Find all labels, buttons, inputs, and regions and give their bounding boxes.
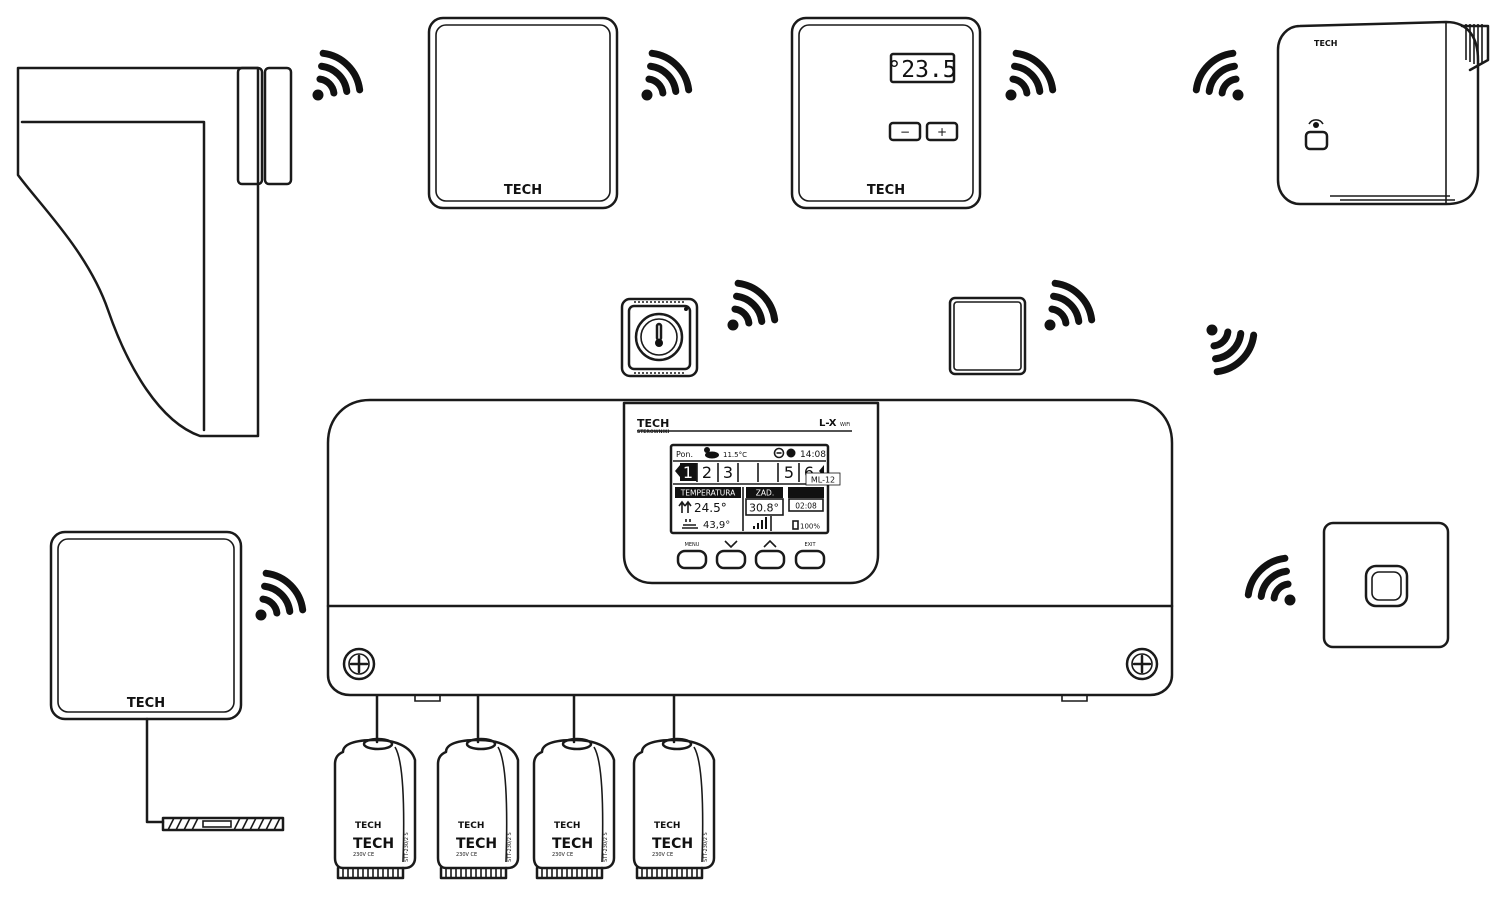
actuator-model-label: STT-230/2 S [404, 832, 410, 862]
actuator-spec-label: 230V CE [353, 852, 374, 858]
touch-switch-device [1322, 521, 1450, 649]
zad-header-bg [746, 487, 783, 498]
floor-sensor-brand-label: TECH [127, 696, 165, 711]
battery-icon [792, 520, 799, 530]
sensor-brand-label: TECH [504, 183, 542, 198]
zone-2-label: 2 [702, 463, 712, 482]
weather-cloud-icon [704, 447, 719, 459]
wifi-signal-icon [1206, 324, 1258, 376]
screw-right-icon [1125, 647, 1159, 681]
up-chevron-icon [763, 539, 777, 548]
lcd-screen: Pon. 11.5°C 14:08 1 2 3 5 [669, 443, 841, 535]
actuator-model-label: STT-230/2 S [603, 832, 609, 862]
wifi-led-icon [1304, 119, 1329, 151]
mode-minus-icon [773, 447, 785, 459]
temp-header: TEMPERATURA [680, 489, 736, 498]
zone-5-label: 5 [784, 463, 794, 482]
flame-icon [786, 448, 796, 458]
controller-model-suffix: WiFi [840, 422, 850, 428]
temp-arrows-icon [678, 500, 692, 513]
ml12-tag-box [805, 472, 841, 486]
controller-brand-label: TECH [637, 417, 669, 430]
thermostat-brand-label: TECH [867, 183, 905, 198]
actuator-model-label: STT-230/2 S [507, 832, 513, 862]
actuator-brand-label: TECH [552, 836, 593, 852]
zone-1-highlight [680, 463, 697, 481]
grip-ridges-icon [1465, 24, 1483, 66]
wireless-room-sensor: TECH [427, 16, 619, 210]
thermostat-minus-button [888, 121, 922, 142]
temp-floor: 43,9° [703, 520, 730, 531]
lx-wifi-controller: TECH STEROWNIKI L-X WiFi Pon. 11.5°C 14:… [326, 398, 1174, 702]
up-button[interactable] [754, 549, 786, 570]
exit-button-label: EXIT [804, 542, 816, 548]
menu-button[interactable] [676, 549, 708, 570]
zad-value: 30.8° [749, 502, 779, 515]
wifi-signal-icon [255, 569, 307, 621]
window-sensor-device [16, 66, 293, 438]
wifi-signal-icon [727, 279, 779, 331]
wifi-signal-icon [1244, 554, 1296, 606]
thermostat-minus-label: − [900, 125, 910, 139]
zad-header: ZAD. [756, 489, 774, 498]
actuator-spec-label: 230V CE [456, 852, 477, 858]
zone-6-label: 6 [804, 463, 814, 482]
lcd-outdoor-temp: 11.5°C [723, 451, 747, 459]
temp-current: 24.5° [694, 501, 727, 515]
exit-button[interactable] [794, 549, 826, 570]
actuator-spec-label: 230V CE [652, 852, 673, 858]
down-chevron-icon [724, 540, 738, 549]
temp-header-bg [675, 487, 741, 498]
down-button[interactable] [715, 549, 747, 570]
actuator-model-label: STT-230/2 S [703, 832, 709, 862]
wifi-signal-icon [312, 49, 364, 101]
thermometer-icon [655, 322, 663, 347]
wifi-signal-icon [1192, 49, 1244, 101]
actuator-brand-small: TECH [355, 821, 381, 831]
lcd-time: 14:08 [800, 450, 826, 460]
wifi-signal-icon [641, 49, 693, 101]
radiator-actuator-head: TECH [1276, 20, 1490, 206]
actuator-brand-label: TECH [353, 836, 394, 852]
actuator-brand-small: TECH [554, 821, 580, 831]
signal-bars-icon [753, 517, 767, 529]
wireless-signals [255, 49, 1296, 621]
thermostat-plus-button [925, 121, 959, 142]
screw-left-icon [342, 647, 376, 681]
battery-value: 100% [800, 523, 820, 531]
zone-left-arrow-icon [675, 465, 680, 477]
actuator-spec-label: 230V CE [552, 852, 573, 858]
floor-heating-icon [682, 519, 698, 529]
analog-dial-thermostat [620, 297, 699, 378]
actuator-brand-label: TECH [652, 836, 693, 852]
wifi-signal-icon [1005, 49, 1057, 101]
controller-model-label: L-X [819, 418, 837, 429]
timer-value: 02:08 [795, 502, 817, 511]
actuator-brand-label: TECH [456, 836, 497, 852]
wired-floor-sensor-device: TECH [49, 530, 285, 832]
thermostat-display-value: °23.5 [887, 57, 956, 83]
square-wireless-sensor [948, 296, 1027, 376]
lcd-day: Pon. [676, 450, 693, 459]
menu-button-label: MENU [685, 542, 700, 548]
actuator-brand-small: TECH [458, 821, 484, 831]
actuator-brand-small: TECH [654, 821, 680, 831]
timer-header-bg [788, 487, 824, 498]
ml12-tag-label: ML-12 [811, 476, 835, 485]
floor-probe-icon [161, 816, 285, 832]
zone-3-label: 3 [723, 463, 733, 482]
controller-sub-label: STEROWNIKI [637, 429, 670, 435]
room-thermostat: °23.5 − + TECH [790, 16, 982, 210]
wifi-signal-icon [1044, 279, 1096, 331]
head-brand-label: TECH [1314, 39, 1338, 48]
zone-1-label: 1 [683, 463, 693, 482]
thermostat-plus-label: + [937, 125, 947, 139]
